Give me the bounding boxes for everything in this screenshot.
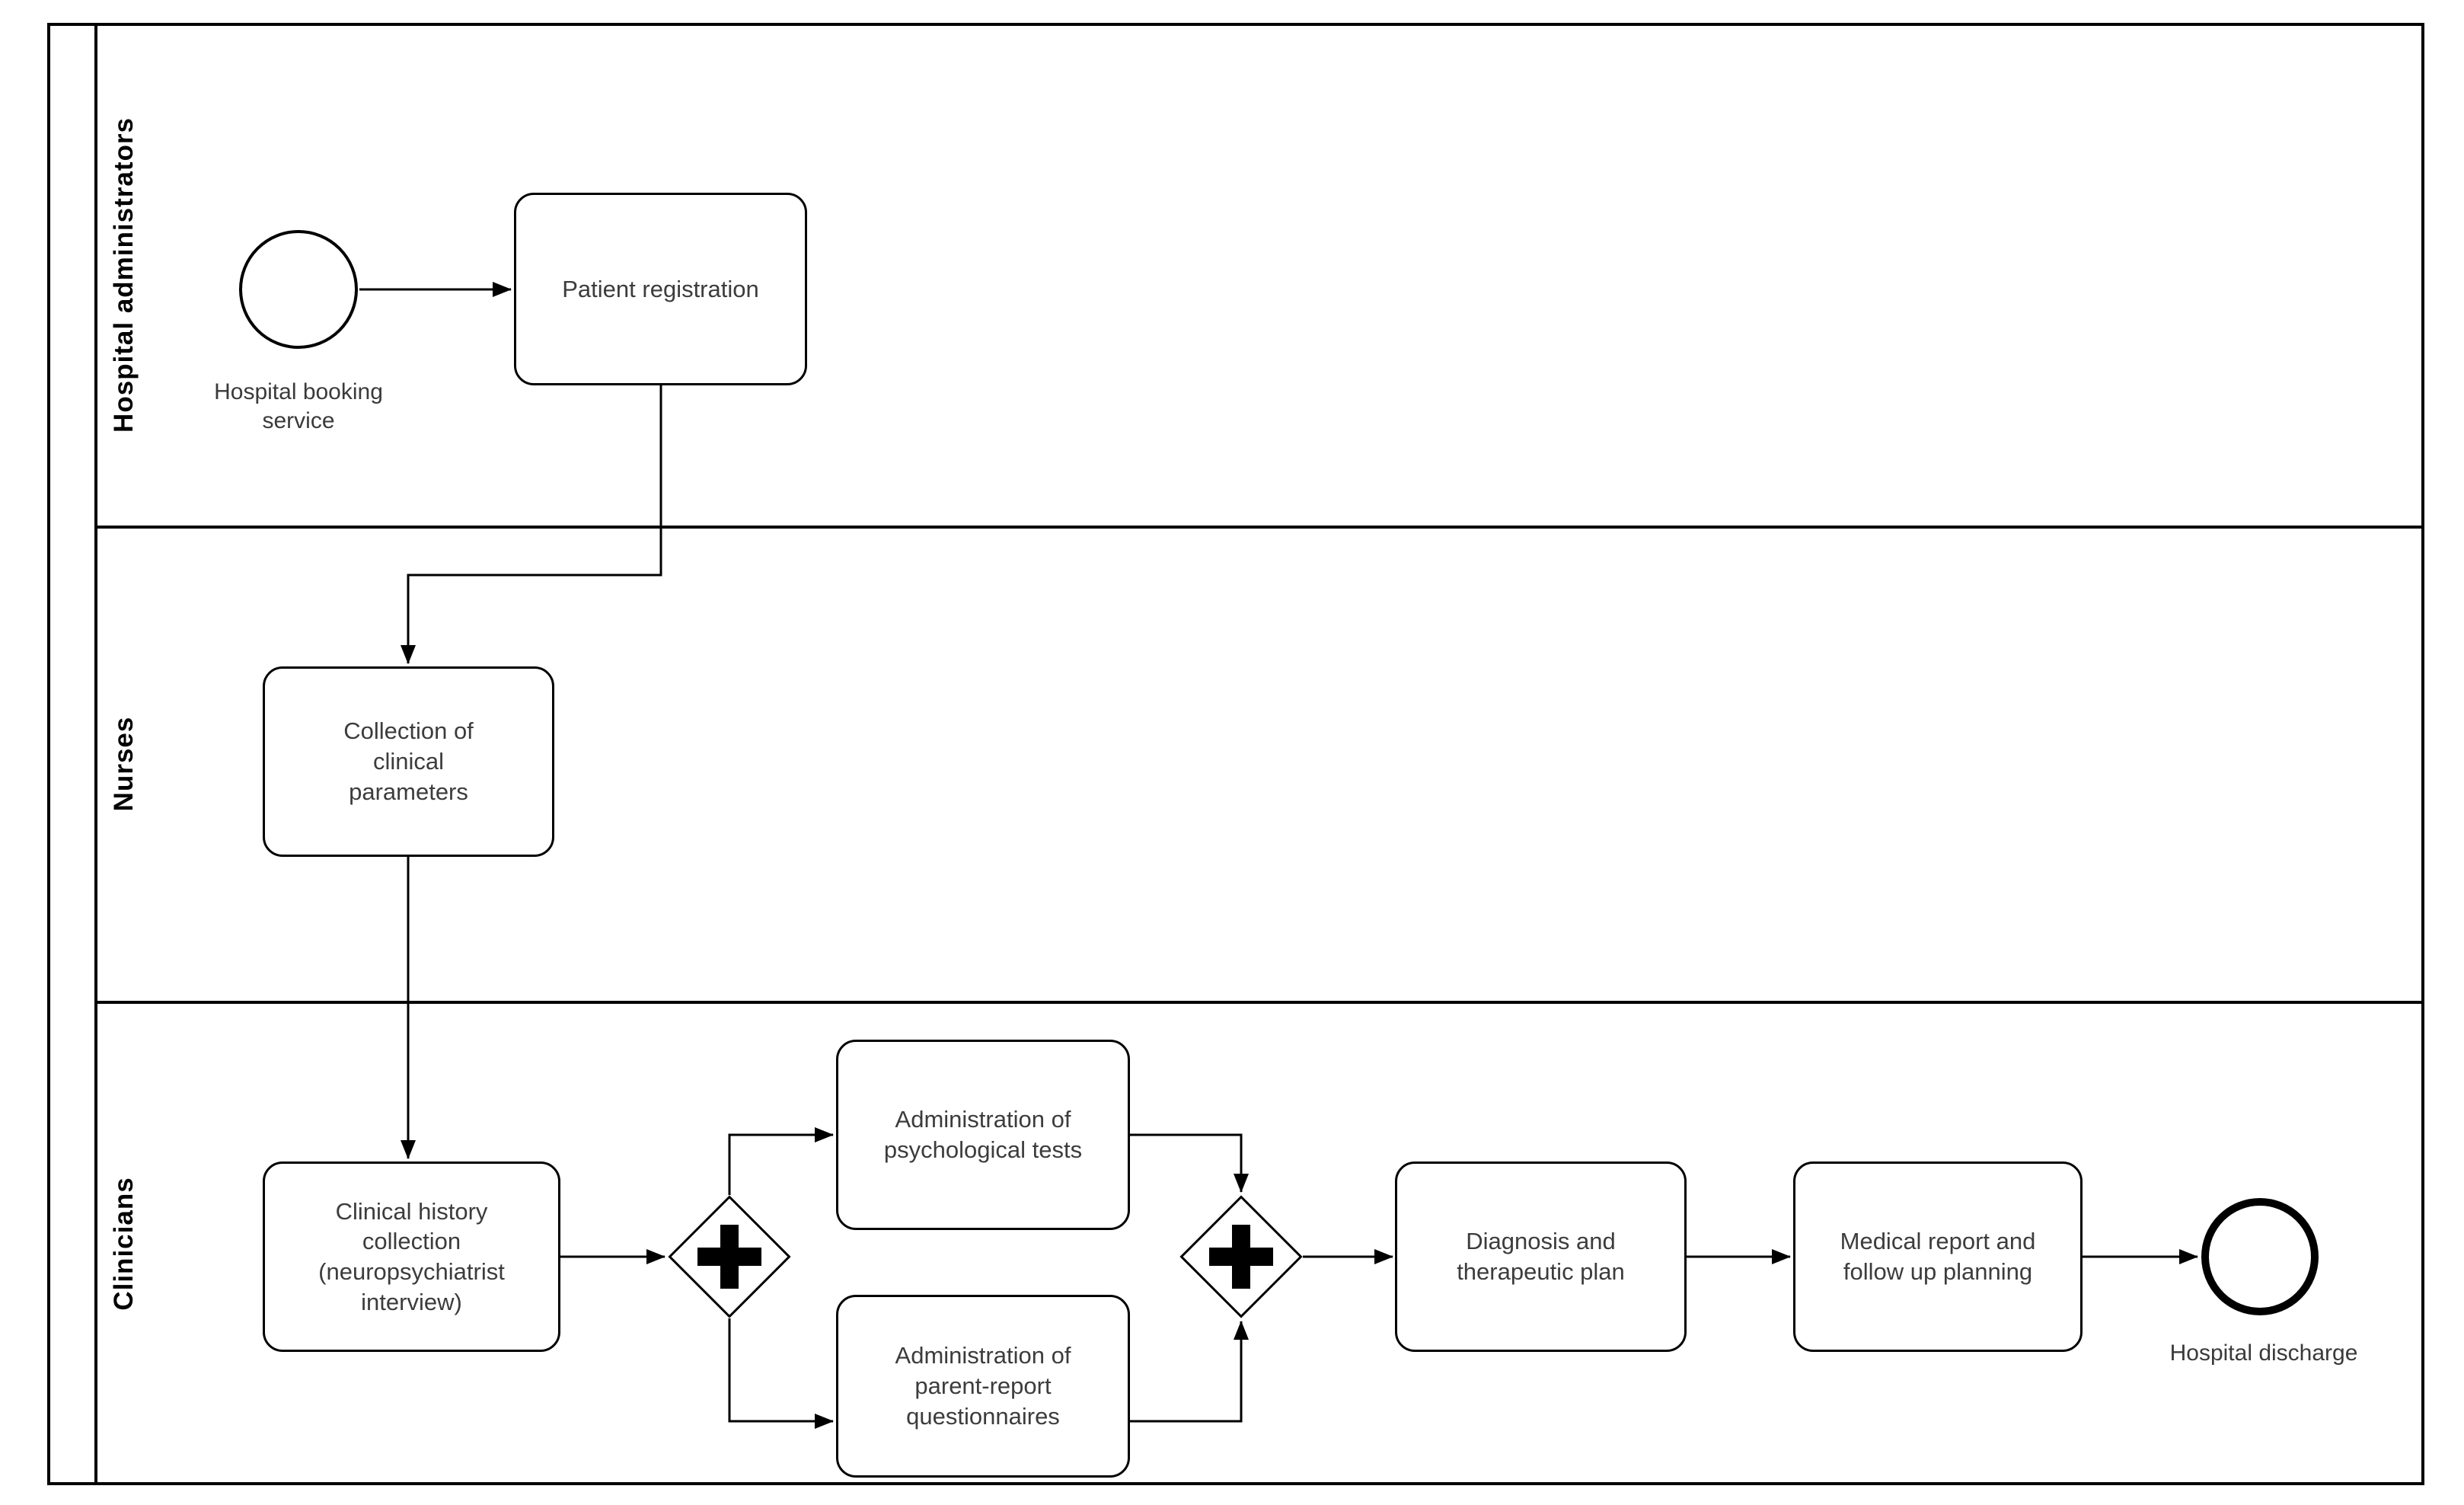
task-clinical-history-collection-label: Clinical history collection (neuropsychi… [318, 1197, 505, 1315]
task-clinical-history-collection: Clinical history collection (neuropsychi… [263, 1162, 560, 1352]
pool-label-divider [94, 23, 97, 1485]
lane-label-nurses: Nurses [109, 716, 139, 812]
task-diagnosis-therapeutic-plan: Diagnosis and therapeutic plan [1395, 1162, 1687, 1352]
task-collection-clinical-parameters-label: Collection of clinical parameters [343, 717, 474, 805]
task-diagnosis-therapeutic-plan-label: Diagnosis and therapeutic plan [1457, 1228, 1625, 1285]
task-patient-registration-label: Patient registration [562, 275, 759, 302]
task-medical-report-follow-up: Medical report and follow up planning [1793, 1162, 2083, 1352]
end-event-circle [2201, 1198, 2319, 1315]
lane-label-hospital-administrators: Hospital administrators [109, 117, 139, 433]
task-psychological-tests: Administration of psychological tests [836, 1040, 1130, 1230]
task-psychological-tests-label: Administration of psychological tests [883, 1106, 1083, 1163]
start-event-label: Hospital booking service [214, 379, 383, 433]
lane-divider-1 [97, 526, 2424, 529]
task-medical-report-follow-up-label: Medical report and follow up planning [1840, 1228, 2036, 1285]
task-parent-report-questionnaires-label: Administration of parent-report question… [895, 1342, 1071, 1430]
start-event-circle [239, 230, 358, 349]
end-event-label: Hospital discharge [2169, 1340, 2358, 1366]
lane-label-clinicians: Clinicians [109, 1177, 139, 1311]
lane-divider-2 [97, 1001, 2424, 1004]
task-patient-registration: Patient registration [514, 193, 807, 385]
task-collection-clinical-parameters: Collection of clinical parameters [263, 666, 554, 857]
plus-icon [720, 1225, 739, 1289]
plus-icon [1232, 1225, 1250, 1289]
task-parent-report-questionnaires: Administration of parent-report question… [836, 1295, 1130, 1478]
